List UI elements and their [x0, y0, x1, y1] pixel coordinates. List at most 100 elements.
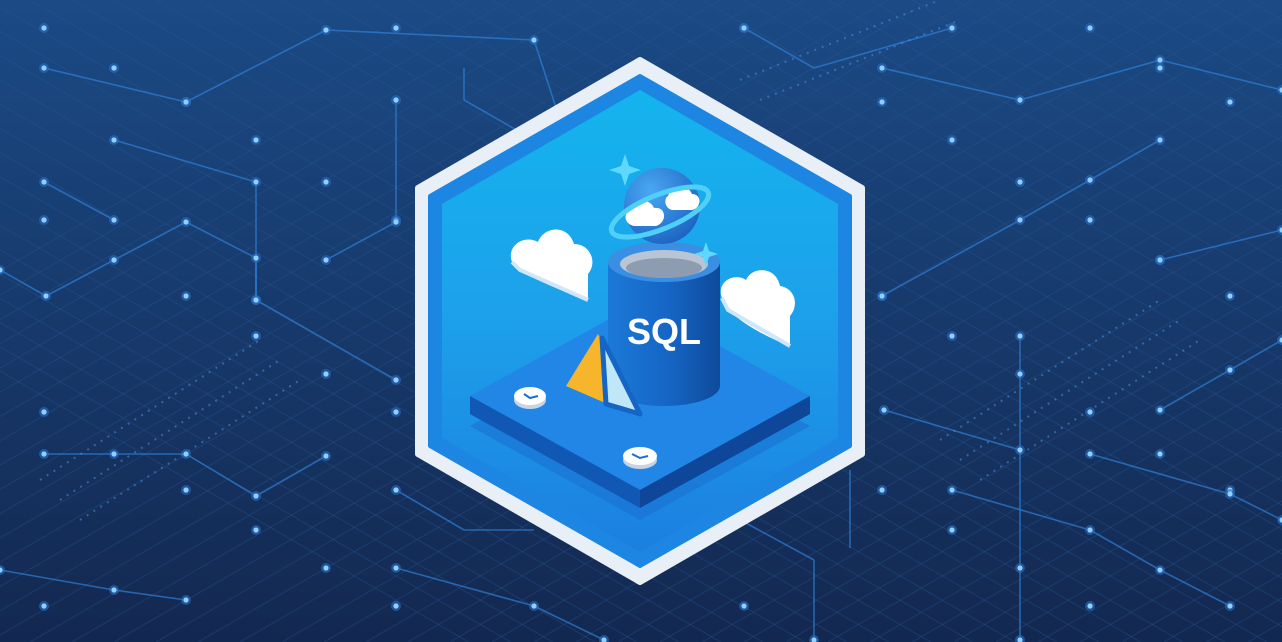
circuit-nodes: [0, 23, 1282, 642]
node-dot: [253, 297, 259, 303]
grid-line: [743, 0, 1282, 312]
node-dot: [111, 257, 117, 263]
platform: [470, 302, 810, 520]
node-dot: [601, 637, 607, 642]
dashed-accent-line: [939, 299, 1161, 441]
node-dot: [41, 179, 47, 185]
grid-line: [365, 111, 1282, 642]
dashed-accent-line: [59, 359, 281, 501]
grid-line: [785, 0, 1282, 288]
circuit-line: [533, 605, 605, 641]
node-dot: [393, 487, 399, 493]
grid-line: [869, 0, 1282, 239]
clock-icon: [514, 387, 546, 409]
node-dot: [949, 527, 955, 533]
node-dot: [1279, 227, 1282, 233]
node-dot: [253, 527, 259, 533]
circuit-line: [881, 219, 1021, 297]
circuit-line: [881, 67, 1021, 101]
node-dot: [253, 333, 259, 339]
node-dot: [949, 25, 955, 31]
node-dot: [183, 99, 189, 105]
node-dot: [393, 603, 399, 609]
node-dot: [1279, 87, 1282, 93]
node-dot: [111, 65, 117, 71]
grid-line: [995, 0, 1282, 166]
grid-line: [995, 476, 1282, 642]
node-dot: [323, 27, 329, 33]
sparkle-icon: [609, 154, 641, 186]
grid-line: [0, 249, 679, 642]
node-dot: [1087, 603, 1093, 609]
circuit-line: [0, 569, 115, 591]
node-dot: [323, 371, 329, 377]
node-dot: [1017, 97, 1023, 103]
node-dot: [183, 293, 189, 299]
grid-line: [0, 297, 595, 642]
node-dot: [1157, 451, 1163, 457]
node-dot: [0, 567, 3, 573]
node-dot: [1157, 257, 1163, 263]
node-dot: [531, 37, 537, 43]
grid-line: [323, 87, 1282, 642]
node-dot: [1227, 367, 1233, 373]
grid-line: [0, 0, 553, 321]
grid-line: [953, 0, 1282, 191]
circuit-line: [1019, 179, 1091, 221]
node-dot: [393, 25, 399, 31]
dashed-accent-line: [979, 339, 1201, 481]
node-dot: [183, 487, 189, 493]
node-dot: [1227, 99, 1233, 105]
node-dot: [43, 293, 49, 299]
circuit-line: [1229, 493, 1282, 521]
circuit-line: [1229, 339, 1282, 371]
node-dot: [1227, 603, 1233, 609]
grid-line: [1079, 0, 1282, 118]
grid-line: [0, 0, 637, 369]
node-dot: [879, 293, 885, 299]
grid-line: [0, 346, 511, 642]
node-dot: [949, 487, 955, 493]
circuit-line: [43, 181, 115, 221]
circuit-line: [1089, 529, 1161, 571]
node-dot: [111, 137, 117, 143]
node-dot: [1157, 65, 1163, 71]
circuit-line: [1159, 229, 1282, 261]
grid-line: [0, 0, 469, 272]
node-dot: [1087, 177, 1093, 183]
node-dot: [253, 255, 259, 261]
grid-line: [869, 403, 1282, 642]
circuit-line: [813, 27, 953, 69]
node-dot: [0, 267, 3, 273]
circuit-line: [951, 489, 1091, 531]
cosmos-globe-icon: [608, 168, 712, 244]
cloud-icon: [720, 270, 795, 348]
circuit-line: [185, 453, 257, 497]
node-dot: [111, 451, 117, 457]
circuit-line: [185, 221, 257, 259]
node-dot: [323, 453, 329, 459]
node-dot: [1227, 293, 1233, 299]
grid-line: [785, 354, 1282, 642]
grid-line: [0, 273, 637, 642]
node-dot: [41, 409, 47, 415]
circuit-line: [255, 455, 327, 497]
grid-line: [659, 281, 1282, 642]
dashed-accent-line: [39, 339, 261, 481]
cloud-icon: [510, 229, 593, 302]
node-dot: [393, 219, 399, 225]
grid-line: [0, 103, 931, 642]
circuit-line: [185, 29, 327, 103]
node-dot: [111, 587, 117, 593]
node-dot: [183, 219, 189, 225]
node-dot: [1279, 517, 1282, 523]
circuit-line: [1159, 369, 1231, 411]
node-dot: [1279, 337, 1282, 343]
node-dot: [741, 603, 747, 609]
node-dot: [1087, 409, 1093, 415]
node-dot: [41, 603, 47, 609]
node-dot: [1087, 25, 1093, 31]
node-dot: [949, 137, 955, 143]
